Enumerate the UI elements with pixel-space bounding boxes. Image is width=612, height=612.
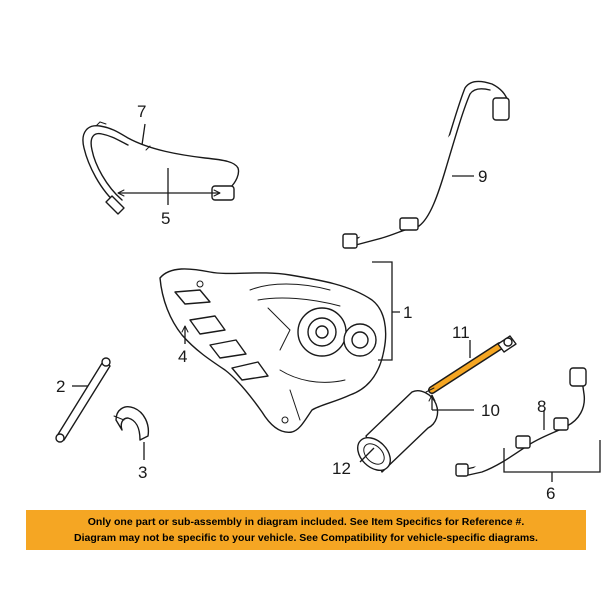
highlighted-part bbox=[429, 343, 503, 393]
callout-5: 5 bbox=[161, 209, 170, 228]
hose-assembly-5-7 bbox=[82, 121, 240, 215]
turbo-manifold-1 bbox=[159, 268, 387, 433]
callout-6: 6 bbox=[546, 484, 555, 503]
callout-11: 11 bbox=[452, 323, 470, 342]
callout-9: 9 bbox=[478, 167, 487, 186]
hose-3 bbox=[113, 406, 150, 441]
callout-3: 3 bbox=[138, 463, 147, 482]
disclaimer-banner: Only one part or sub-assembly in diagram… bbox=[26, 510, 586, 550]
callout-7: 7 bbox=[137, 102, 146, 121]
tube-9 bbox=[342, 80, 510, 249]
disclaimer-line-2: Diagram may not be specific to your vehi… bbox=[74, 532, 538, 544]
leader-1 bbox=[372, 261, 400, 361]
disclaimer-line-1: Only one part or sub-assembly in diagram… bbox=[87, 516, 525, 528]
callout-10: 10 bbox=[481, 401, 500, 420]
callout-4: 4 bbox=[178, 347, 187, 366]
leader-12 bbox=[359, 447, 375, 463]
tube-11-highlighted bbox=[425, 335, 517, 394]
leader-5 bbox=[117, 168, 221, 205]
leader-10 bbox=[428, 394, 474, 411]
leader-7 bbox=[141, 123, 146, 146]
cylinder-12 bbox=[357, 390, 439, 473]
callout-2: 2 bbox=[56, 377, 65, 396]
rod-2 bbox=[55, 357, 111, 443]
callout-1: 1 bbox=[403, 303, 412, 322]
tube-6-8 bbox=[455, 367, 587, 477]
leader-6 bbox=[503, 440, 601, 482]
leader-4 bbox=[181, 325, 189, 344]
callout-12: 12 bbox=[332, 459, 351, 478]
callout-8: 8 bbox=[537, 397, 546, 416]
